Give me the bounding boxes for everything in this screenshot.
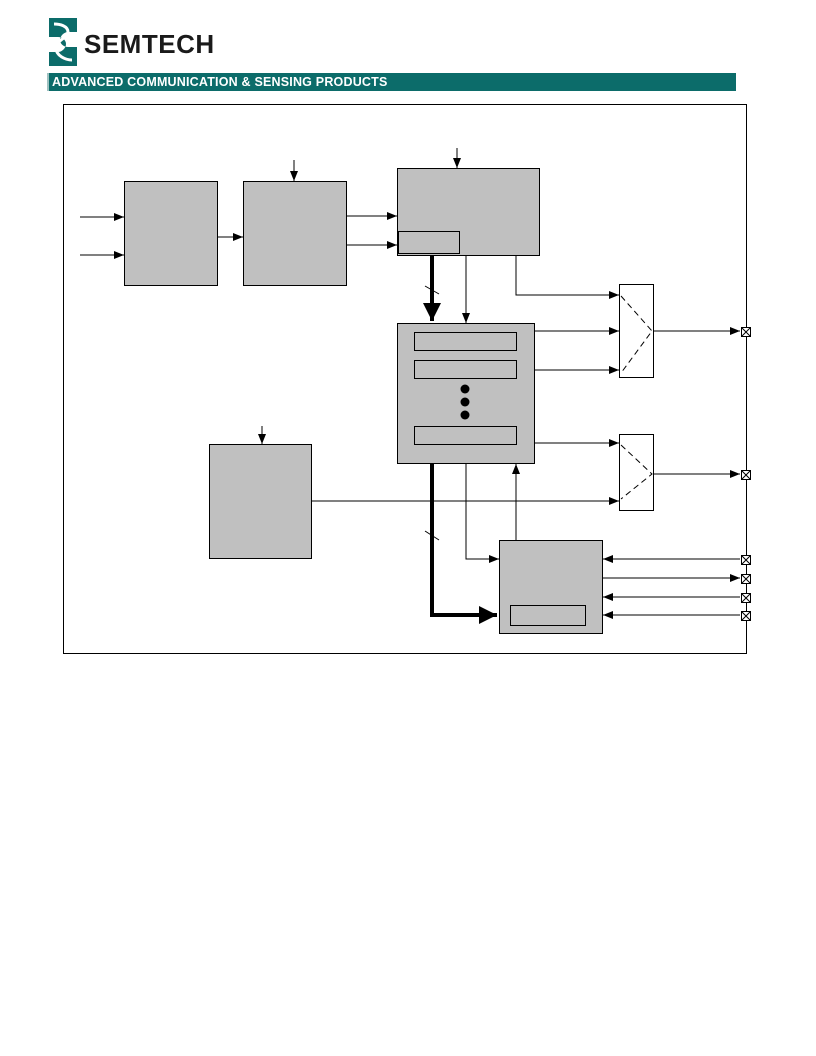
mux-upper-path (620, 295, 653, 374)
semtech-logo-icon (49, 18, 77, 66)
pin-pad (741, 327, 751, 337)
diagram-frame (63, 104, 747, 654)
register-row (414, 426, 517, 445)
block-control-subunit (398, 231, 460, 254)
bus-line (430, 464, 497, 624)
ellipsis-dot (460, 384, 470, 394)
bus-slash (424, 285, 440, 295)
tagline-banner: ADVANCED COMMUNICATION & SENSING PRODUCT… (47, 73, 736, 91)
signal-line (515, 256, 619, 299)
pin-pad (741, 611, 751, 621)
pin-pad (741, 470, 751, 480)
mux-lower (619, 434, 654, 511)
brand-name: SEMTECH (84, 29, 215, 59)
block-auxiliary (209, 444, 312, 559)
block-interface-subunit (510, 605, 586, 626)
pin-pad (741, 593, 751, 603)
pin-pad (741, 555, 751, 565)
pin-pad (741, 574, 751, 584)
tagline: ADVANCED COMMUNICATION & SENSING PRODUCT… (52, 75, 388, 89)
bus-slash (424, 530, 440, 541)
register-row (414, 360, 517, 379)
register-row (414, 332, 517, 351)
block-input-stage (124, 181, 218, 286)
mux-upper (619, 284, 654, 378)
ellipsis-dot (460, 397, 470, 407)
mux-lower-path (620, 444, 653, 500)
block-second-stage (243, 181, 347, 286)
ellipsis-dot (460, 410, 470, 420)
signal-line (465, 464, 499, 563)
